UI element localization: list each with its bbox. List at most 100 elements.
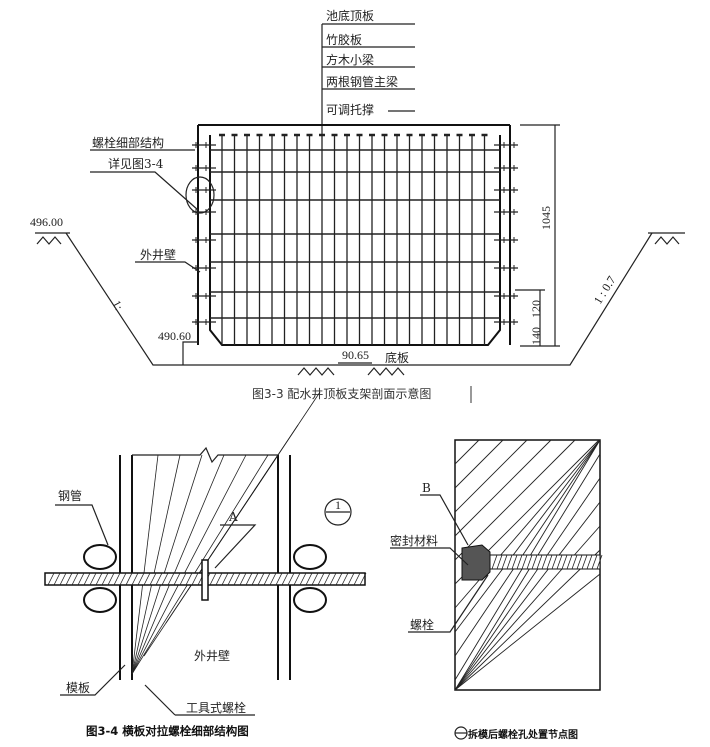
label-sealant: 密封材料 [390, 533, 438, 548]
drawing-line [263, 572, 271, 586]
drawing-line [596, 554, 603, 570]
drawing-line [215, 572, 223, 586]
drawing-line [227, 572, 235, 586]
label-bolt: 螺栓 [410, 617, 434, 632]
drawing-line [131, 454, 203, 675]
drawing-line [581, 554, 588, 570]
drawing-line [155, 572, 163, 586]
drawing-line [546, 554, 553, 570]
drawing-line [556, 554, 563, 570]
slope-left: 1: [109, 298, 126, 313]
drawing-line [454, 439, 600, 585]
drawing-line [251, 572, 259, 586]
drawing-line [131, 454, 159, 675]
drawing-line [231, 454, 279, 525]
label-bottom-slab: 底板 [385, 350, 409, 365]
drawing-line [179, 572, 187, 586]
drawing-line [143, 454, 279, 657]
scaffold-grid [192, 124, 518, 346]
drawing-line [149, 572, 157, 586]
drawing-line [71, 572, 79, 586]
drawing-line [187, 454, 279, 591]
drawing-line [329, 572, 337, 586]
drawing-line [131, 454, 247, 675]
drawing-line [59, 572, 67, 586]
drawing-line [203, 572, 211, 586]
elevation-top: 496.00 [30, 215, 63, 229]
dimension-spacing: 90.65 [342, 348, 369, 362]
top-leaders [321, 23, 415, 135]
drawing-line [101, 572, 109, 586]
drawing-line [526, 554, 533, 570]
drawing-line [137, 572, 145, 586]
drawing-line [143, 572, 151, 586]
drawing-line [347, 572, 355, 586]
drawing-line [95, 572, 103, 586]
drawing-line [454, 501, 601, 691]
drawing-line [131, 454, 269, 675]
drawing-line [353, 572, 361, 586]
drawing-line [454, 439, 480, 465]
drawing-line [89, 572, 97, 586]
drawing-line [293, 572, 301, 586]
drawing-line [257, 572, 265, 586]
drawing-line [221, 572, 229, 586]
label-see-figure: 详见图3-4 [108, 156, 164, 171]
drawing-line [454, 439, 601, 633]
drawing-line [125, 572, 133, 586]
drawing-line [454, 439, 601, 681]
drawing-line [209, 572, 217, 586]
drawing-line [323, 572, 331, 586]
drawing-line [239, 572, 247, 586]
drawing-line [454, 525, 601, 691]
label-detail-b: B [422, 481, 431, 495]
drawing-line [253, 454, 279, 492]
caption-figure-3-4: 图3-4 横板对拉螺栓细部结构图 [86, 724, 249, 738]
drawing-line [566, 554, 573, 570]
drawing-line [197, 572, 205, 586]
label-outer-wall-detail: 外井壁 [194, 648, 230, 663]
drawing-line [131, 454, 225, 675]
label-outer-wall: 外井壁 [140, 247, 176, 262]
drawing-line [275, 572, 283, 586]
drawing-line [47, 572, 55, 586]
drawing-line [269, 572, 277, 586]
drawing-line [65, 572, 73, 586]
drawing-line [119, 572, 127, 586]
drawing-line [245, 572, 253, 586]
drawing-line [454, 453, 601, 691]
label-bamboo-plywood: 竹胶板 [326, 32, 362, 47]
dimension-120: 120 [529, 300, 543, 318]
label-section-mark: 1 [335, 498, 341, 512]
drawing-line [277, 424, 299, 456]
label-steel-pipe-beam: 两根钢管主梁 [326, 74, 398, 89]
drawing-line [576, 554, 583, 570]
drawing-line [454, 439, 576, 561]
drawing-line [335, 572, 343, 586]
drawing-line [191, 572, 199, 586]
drawing-line [454, 439, 528, 513]
dimension-140: 140 [529, 327, 543, 345]
node-detail-drawing [390, 439, 603, 691]
drawing-line [165, 454, 279, 624]
drawing-line [586, 554, 593, 570]
drawing-line [501, 554, 508, 570]
drawing-line [521, 554, 528, 570]
caption-node-detail: 拆模后螺栓孔处置节点图 [468, 728, 578, 741]
drawing-line [454, 477, 601, 691]
drawing-line [454, 439, 552, 537]
section-mark-icon [454, 726, 468, 740]
excavation-outline [35, 124, 685, 376]
label-bolt-detail: 螺栓细部结构 [92, 135, 164, 150]
drawing-line [131, 572, 139, 586]
drawing-line [454, 439, 601, 657]
figure-3-3-section-diagram: 池底顶板 竹胶板 方木小梁 两根钢管主梁 可调托撑 螺栓细部结构 详见图3-4 … [30, 8, 685, 403]
wall-section [44, 391, 367, 716]
drawing-line [299, 572, 307, 586]
drawing-line [491, 554, 498, 570]
drawing-line [131, 454, 181, 675]
drawing-line [305, 572, 313, 586]
drawing-line [511, 554, 518, 570]
label-detail-a: A [228, 510, 238, 524]
drawing-line [317, 572, 325, 586]
